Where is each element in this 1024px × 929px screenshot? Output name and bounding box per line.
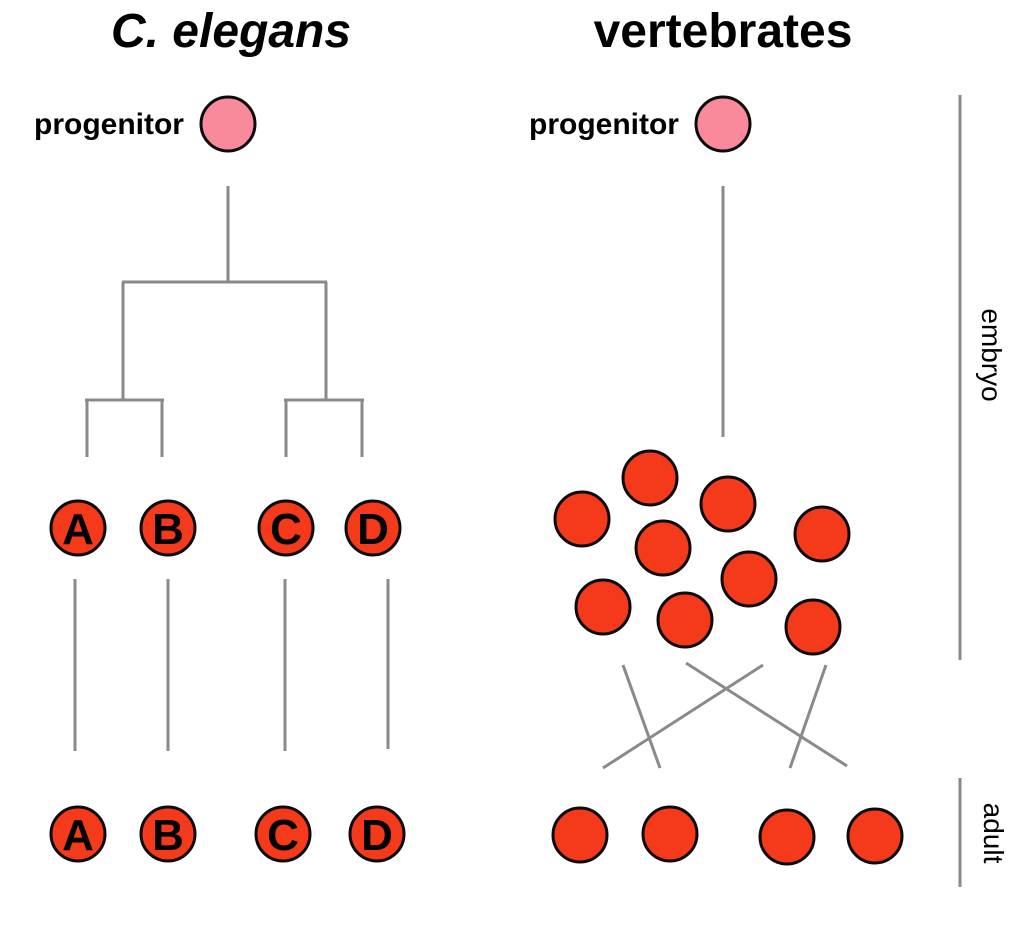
adult-cell-a-letter: A <box>62 811 94 860</box>
right-panel-title: vertebrates <box>594 5 853 58</box>
right-panel: vertebrates progenitor <box>529 5 904 866</box>
left-progenitor-cell <box>199 95 257 153</box>
embryo-cell-b <box>139 499 197 557</box>
adult-cell-d <box>348 805 406 863</box>
vertebrate-embryo-cell <box>553 490 611 548</box>
adult-cell-d-letter: D <box>361 811 393 860</box>
vertebrate-embryo-cell <box>621 449 679 507</box>
right-progenitor-label: progenitor <box>529 108 679 141</box>
crossing-lineage-lines <box>602 661 848 770</box>
vertebrate-adult-cell <box>846 807 904 865</box>
vertebrate-embryo-cluster <box>553 449 851 656</box>
adult-stage-label: adult <box>978 803 1009 864</box>
left-panel-title: C. elegans <box>111 5 351 58</box>
crossing-line <box>788 664 828 769</box>
left-adult-cells: A B C D <box>49 805 406 863</box>
adult-cell-a <box>49 805 107 863</box>
adult-cell-c <box>254 805 312 863</box>
lineage-tree <box>85 186 364 457</box>
vertebrate-embryo-cell <box>720 550 778 608</box>
vertebrate-adult-cell <box>758 808 816 866</box>
vertebrate-embryo-cell <box>656 591 714 649</box>
vertebrate-embryo-cell <box>793 505 851 563</box>
left-embryo-cells: A B C D <box>49 499 402 557</box>
left-progenitor-label: progenitor <box>34 108 184 141</box>
embryo-cell-d-letter: D <box>357 505 389 554</box>
vertebrate-embryo-cell <box>574 578 632 636</box>
adult-cell-b-letter: B <box>152 811 184 860</box>
vertebrate-adult-cell <box>641 805 699 863</box>
stage-axis: embryo adult <box>958 95 1009 887</box>
vertebrate-adult-cells <box>551 805 904 866</box>
embryo-cell-c-letter: C <box>270 505 302 554</box>
embryo-stage-label: embryo <box>976 308 1007 401</box>
crossing-line <box>621 664 662 769</box>
embryo-cell-c <box>257 499 315 557</box>
right-progenitor-cell <box>694 95 752 153</box>
adult-cell-b <box>139 805 197 863</box>
left-panel: C. elegans progenitor A <box>34 5 406 863</box>
embryo-cell-d <box>344 499 402 557</box>
crossing-line <box>602 663 764 770</box>
vertebrate-embryo-cell <box>699 475 757 533</box>
vertebrate-adult-cell <box>551 806 609 864</box>
vertebrate-embryo-cell <box>634 519 692 577</box>
left-differentiation-lines <box>73 579 390 751</box>
vertebrate-embryo-cell <box>784 598 842 656</box>
adult-cell-c-letter: C <box>267 811 299 860</box>
embryo-cell-a <box>49 499 107 557</box>
crossing-line <box>685 661 848 768</box>
embryo-cell-a-letter: A <box>62 505 94 554</box>
embryo-cell-b-letter: B <box>152 505 184 554</box>
